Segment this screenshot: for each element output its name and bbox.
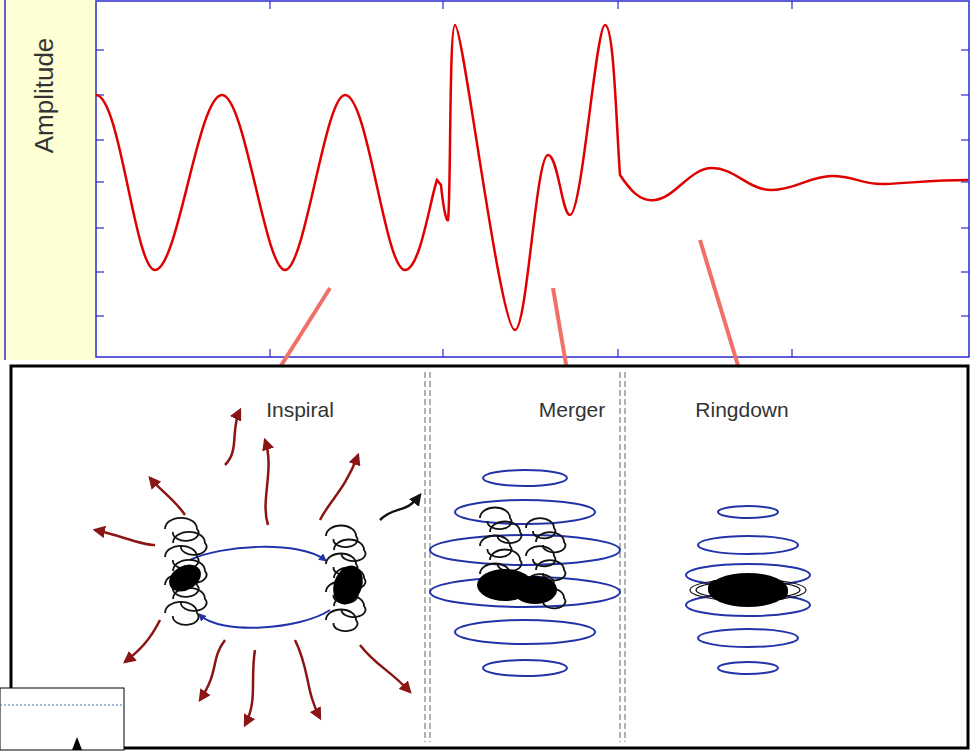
corner-fragment bbox=[0, 688, 124, 750]
ringdown-figure bbox=[686, 506, 810, 674]
phase-label: Ringdown bbox=[695, 398, 788, 422]
inspiral-figure bbox=[95, 410, 420, 725]
side-rule bbox=[4, 0, 6, 360]
panel-frame bbox=[11, 366, 968, 748]
waveform bbox=[96, 25, 968, 330]
panel-dividers bbox=[425, 372, 625, 742]
phase-label: Merger bbox=[539, 398, 606, 422]
pointer-arrows bbox=[272, 240, 743, 382]
merger-figure bbox=[430, 470, 620, 676]
axis-ticks bbox=[96, 1, 969, 357]
plot-frame bbox=[96, 1, 969, 357]
phase-label: Inspiral bbox=[266, 398, 334, 422]
axis-title: Amplitude bbox=[30, 37, 61, 153]
side-strip bbox=[0, 0, 95, 360]
